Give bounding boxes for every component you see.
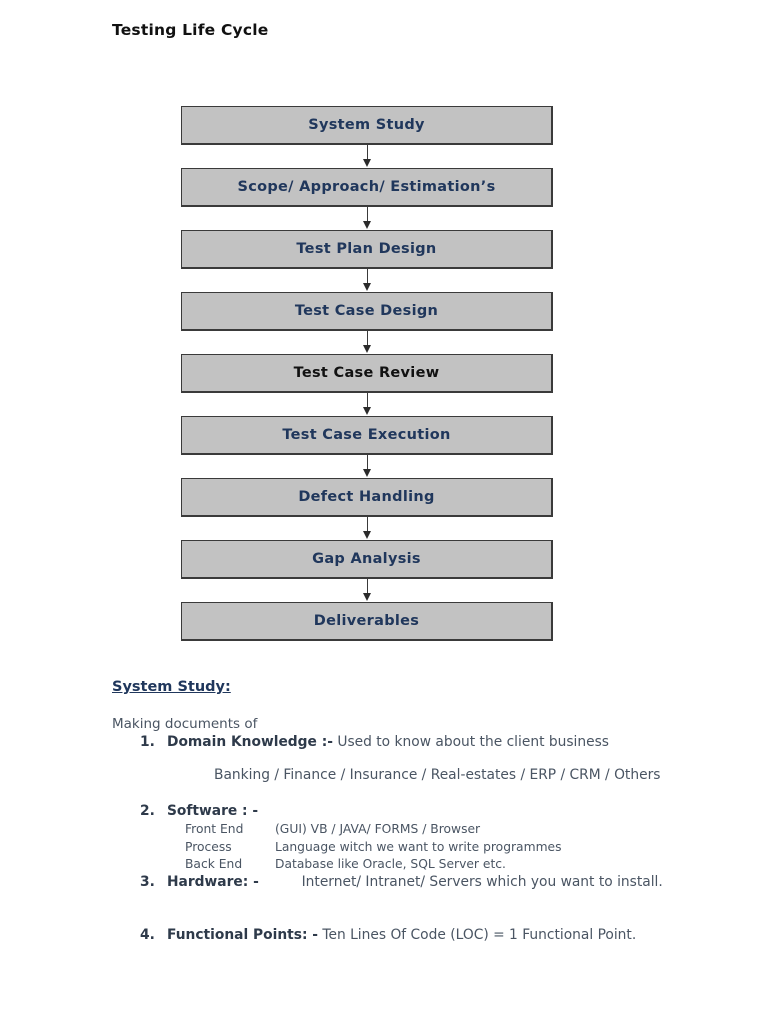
list-item-functional-points: 4. Functional Points: - Ten Lines Of Cod…: [140, 927, 672, 959]
list-item-number: 1.: [140, 734, 155, 750]
flow-node-label: Test Case Review: [293, 364, 440, 381]
arrow-head-icon: [363, 531, 371, 539]
flow-node-deliverables: Deliverables: [181, 602, 553, 641]
arrow-stem: [366, 517, 368, 534]
flow-node-label: Test Plan Design: [296, 240, 437, 257]
arrow-head-icon: [363, 221, 371, 229]
flow-connector-arrow: [181, 455, 553, 478]
section-intro-text: Making documents of: [112, 716, 258, 732]
flow-node-label: Test Case Design: [294, 302, 439, 319]
list-item-number: 4.: [140, 926, 155, 943]
list-item-description: Ten Lines Of Code (LOC) = 1 Functional P…: [322, 926, 637, 943]
list-item-term: Hardware: -: [167, 873, 259, 890]
system-study-item-list: 1. Domain Knowledge :- Used to know abou…: [112, 734, 672, 959]
flow-node-label: Scope/ Approach/ Estimation’s: [237, 178, 496, 195]
software-row-key: Back End: [185, 857, 243, 872]
flow-node-label: Test Case Execution: [282, 426, 451, 443]
table-row: Process Language witch we want to write …: [185, 839, 562, 857]
flow-node-test-case-execution: Test Case Execution: [181, 416, 553, 455]
arrow-stem: [366, 455, 368, 472]
section-heading: System Study:: [112, 679, 231, 695]
arrow-head-icon: [363, 407, 371, 415]
flow-connector-arrow: [181, 269, 553, 292]
arrow-head-icon: [363, 159, 371, 167]
table-row: Front End (GUI) VB / JAVA/ FORMS / Brows…: [185, 821, 562, 839]
flow-node-label: System Study: [308, 116, 425, 133]
flow-node-label: Deliverables: [313, 612, 420, 629]
flow-connector-arrow: [181, 331, 553, 354]
list-item-term: Domain Knowledge :-: [167, 734, 333, 750]
list-item-software: 2. Software : - Front End (GUI) VB / JAV…: [140, 803, 672, 874]
arrow-head-icon: [363, 345, 371, 353]
list-item-number: 3.: [140, 873, 155, 890]
flow-node-label: Gap Analysis: [312, 550, 421, 567]
arrow-stem: [366, 331, 368, 348]
software-row-key: Front End: [185, 822, 244, 836]
list-item-hardware: 3. Hardware: - Internet/ Intranet/ Serve…: [140, 874, 672, 906]
software-row-value: Language witch we want to write programm…: [275, 839, 562, 854]
flow-node-gap-analysis: Gap Analysis: [181, 540, 553, 579]
arrow-head-icon: [363, 469, 371, 477]
flow-node-test-case-design: Test Case Design: [181, 292, 553, 331]
flow-connector-arrow: [181, 207, 553, 230]
arrow-stem: [366, 145, 368, 162]
flow-node-label: Defect Handling: [298, 488, 435, 505]
testing-life-cycle-flowchart: System Study Scope/ Approach/ Estimation…: [181, 106, 553, 641]
flow-node-test-case-review: Test Case Review: [181, 354, 553, 393]
domain-knowledge-sublist: Banking / Finance / Insurance / Real-est…: [214, 767, 661, 783]
page-title: Testing Life Cycle: [112, 21, 269, 39]
flow-connector-arrow: [181, 517, 553, 540]
list-item-term: Functional Points: -: [167, 926, 319, 943]
flow-connector-arrow: [181, 579, 553, 602]
software-row-value: (GUI) VB / JAVA/ FORMS / Browser: [275, 822, 481, 836]
software-detail-table: Front End (GUI) VB / JAVA/ FORMS / Brows…: [185, 821, 562, 874]
table-row: Back End Database like Oracle, SQL Serve…: [185, 856, 562, 874]
flow-node-defect-handling: Defect Handling: [181, 478, 553, 517]
list-item-term: Software : -: [167, 803, 259, 819]
software-row-key: Process: [185, 839, 232, 854]
arrow-stem: [366, 393, 368, 410]
arrow-stem: [366, 579, 368, 596]
system-study-section: System Study: Making documents of 1. Dom…: [112, 676, 672, 959]
list-item-number: 2.: [140, 803, 155, 819]
flow-connector-arrow: [181, 393, 553, 416]
software-row-value: Database like Oracle, SQL Server etc.: [275, 857, 506, 872]
arrow-stem: [366, 207, 368, 224]
arrow-head-icon: [363, 593, 371, 601]
flow-node-scope-approach-estimations: Scope/ Approach/ Estimation’s: [181, 168, 553, 207]
flow-node-test-plan-design: Test Plan Design: [181, 230, 553, 269]
flow-connector-arrow: [181, 145, 553, 168]
arrow-head-icon: [363, 283, 371, 291]
list-item-domain-knowledge: 1. Domain Knowledge :- Used to know abou…: [140, 734, 672, 783]
list-item-description: Used to know about the client business: [337, 734, 609, 750]
list-item-description: Internet/ Intranet/ Servers which you wa…: [301, 873, 663, 890]
arrow-stem: [366, 269, 368, 286]
flow-node-system-study: System Study: [181, 106, 553, 145]
